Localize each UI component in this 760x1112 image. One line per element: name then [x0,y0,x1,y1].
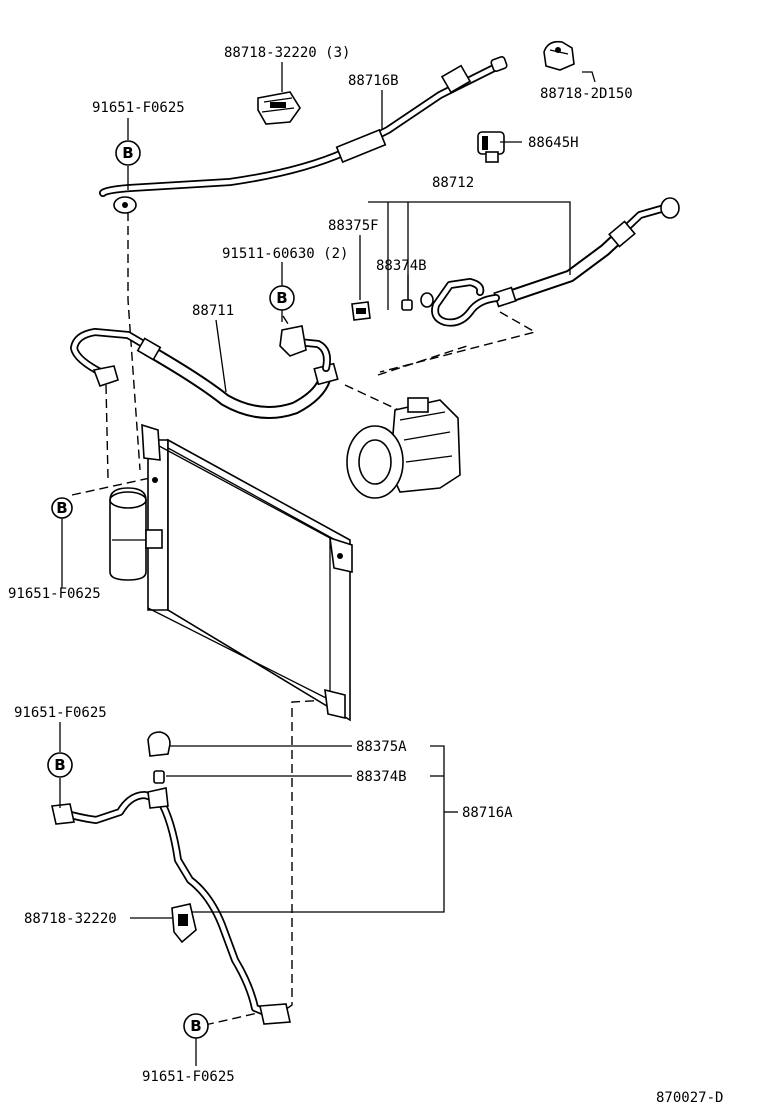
label-88711: 88711 [192,303,234,319]
cap-88375f [351,301,371,321]
label-91511-60630: 91511-60630 (2) [222,246,348,262]
cap-88375a [147,731,171,757]
callout-b-left: B [51,497,73,519]
svg-text:B: B [276,289,287,307]
part-labels: 88718-32220 (3) 88716B 88718-2D150 91651… [8,45,723,1106]
compressor [346,397,461,499]
pipe-88716a [51,787,291,1025]
valve-88374b-top [401,299,413,311]
leader-lines [59,62,596,1066]
label-88716b: 88716B [348,73,399,89]
condenser [141,423,353,722]
label-91651-top: 91651-F0625 [92,100,185,116]
clamp-lower [171,903,197,944]
label-88374b-top: 88374B [376,258,427,274]
clamp-88718-2d150 [543,40,575,71]
svg-text:B: B [56,499,67,517]
label-88718-2d150: 88718-2D150 [540,86,633,102]
svg-text:B: B [190,1017,201,1035]
valve-88374b-low [153,770,165,784]
label-91651-mid: 91651-F0625 [8,586,101,602]
hose-88716b [99,56,508,214]
label-91651-lowleft: 91651-F0625 [14,705,107,721]
pressure-switch-88645h [477,131,505,163]
svg-text:B: B [122,144,133,162]
label-88718-32220: 88718-32220 [24,911,117,927]
callout-b-top: B [115,140,141,166]
label-88716a: 88716A [462,805,513,821]
label-88645h: 88645H [528,135,579,151]
label-88374b-low: 88374B [356,769,407,785]
label-88375a: 88375A [356,739,407,755]
assembly-dashed-lines [71,212,537,1026]
callout-b-lowleft: B [47,752,73,778]
callout-b-bottom: B [183,1013,209,1039]
label-91651-bottom: 91651-F0625 [142,1069,235,1085]
label-88718-32220-3: 88718-32220 (3) [224,45,350,61]
label-88712: 88712 [432,175,474,191]
clamp-top [257,91,301,125]
svg-text:B: B [54,756,65,774]
hose-88711 [70,325,339,419]
label-88375f: 88375F [328,218,379,234]
receiver-drier [109,487,163,581]
callout-b-mid: B [269,285,295,311]
diagram-number: 870027-D [656,1090,723,1106]
hose-88712 [420,197,680,327]
